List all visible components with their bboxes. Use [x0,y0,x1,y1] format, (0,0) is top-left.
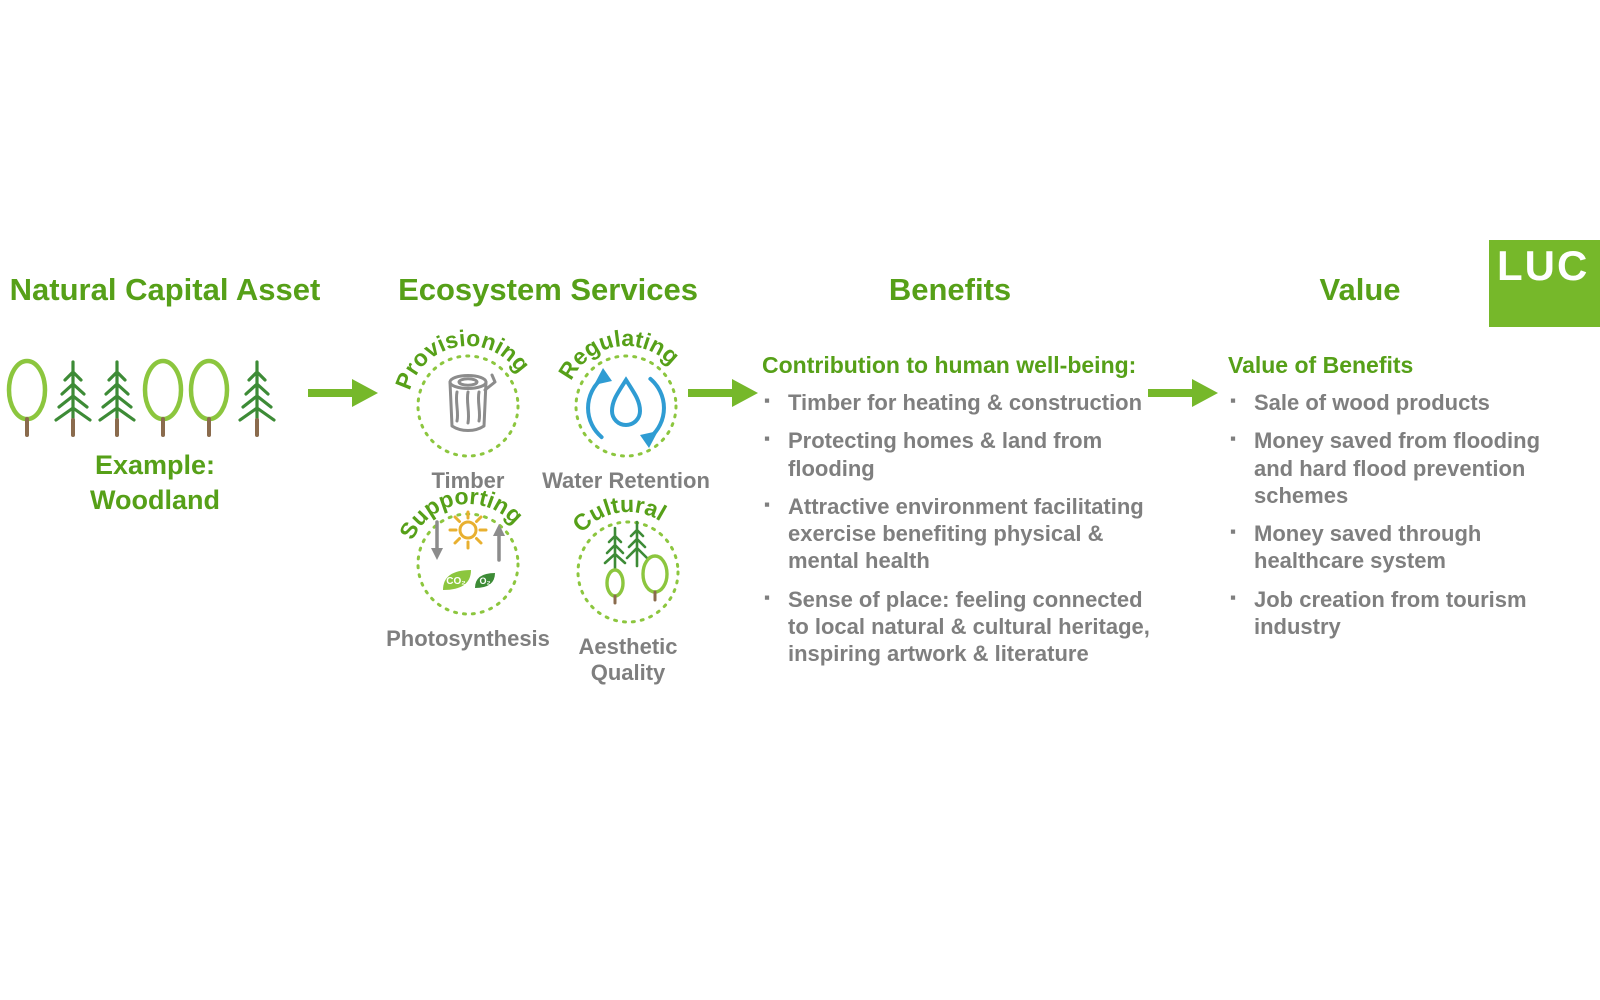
value-item: Money saved through healthcare system [1228,520,1558,575]
oval-tree-icon [188,358,230,437]
value-item: Money saved from flooding and hard flood… [1228,427,1558,509]
service-label-photosynthesis: Photosynthesis [386,626,550,651]
benefits-column-header: Benefits [888,272,1012,307]
services-column-header: Ecosystem Services [398,272,698,307]
timber-icon: Provisioning [390,325,536,458]
service-label-timber: Timber [431,468,505,493]
service-cultural: Cultural Aesthetic Quality [543,490,713,687]
benefit-item: Protecting homes & land from flooding [762,427,1164,482]
oval-tree-icon [6,358,48,437]
value-item: Sale of wood products [1228,389,1558,416]
service-provisioning: Provisioning Timber [383,324,553,494]
benefit-item: Timber for heating & construction [762,389,1164,416]
pine-tree-icon [98,360,136,437]
asset-column-header: Natural Capital Asset [9,272,321,307]
service-supporting: CO₂ O₂ Supporting Photosynthesis [383,482,553,652]
value-column: Value of Benefits Sale of wood products … [1228,352,1558,651]
co2-label: CO₂ [446,576,465,587]
o2-label: O₂ [480,576,491,586]
value-list: Sale of wood products Money saved from f… [1228,389,1558,640]
benefits-subheader: Contribution to human well-being: [762,352,1137,378]
service-regulating: Regulating Water Retention [541,324,711,494]
photosynthesis-icon: CO₂ O₂ Supporting [394,483,529,616]
water-retention-icon: Regulating [553,325,685,458]
asset-example-label: Example: Woodland [90,450,220,515]
woodland-trees-icon [6,358,276,437]
pine-tree-icon [238,360,276,437]
value-subheader: Value of Benefits [1228,352,1414,378]
pine-tree-icon [603,526,627,570]
pine-tree-icon [54,360,92,437]
value-column-header: Value [1319,272,1401,307]
pine-tree-icon [625,520,649,568]
benefit-item: Sense of place: feeling connected to loc… [762,586,1164,668]
value-item: Job creation from tourism industry [1228,586,1558,641]
flow-arrow [308,379,378,407]
oval-tree-icon [641,554,669,602]
service-label-aesthetic-quality: Aesthetic Quality [578,634,678,686]
oval-tree-icon [142,358,184,437]
luc-logo: LUC [1489,240,1600,327]
luc-logo-text: LUC [1497,242,1590,289]
benefits-column: Contribution to human well-being: Timber… [762,352,1164,678]
aesthetic-quality-icon: Cultural [567,491,680,624]
benefit-item: Attractive environment facilitating exer… [762,493,1164,575]
oval-tree-icon [605,568,625,605]
flow-arrow [688,379,758,407]
service-label-water-retention: Water Retention [542,468,710,493]
benefits-list: Timber for heating & construction Protec… [762,389,1164,667]
